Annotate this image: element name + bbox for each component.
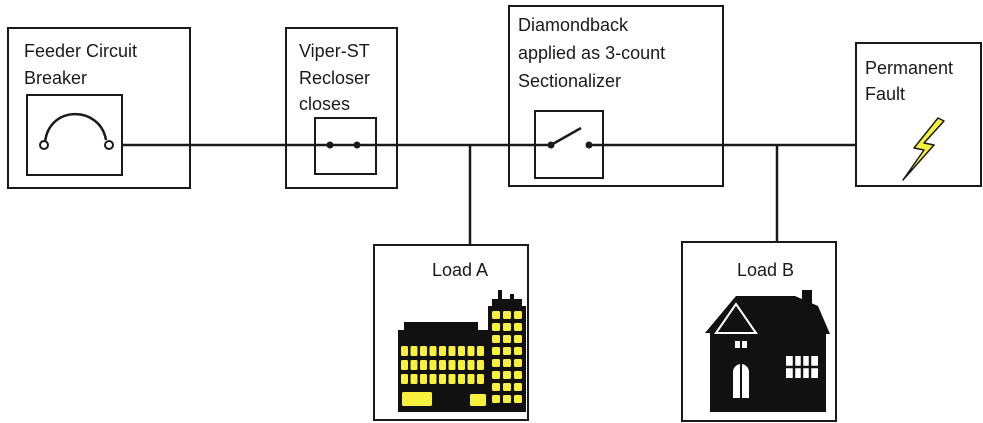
building-window bbox=[492, 371, 500, 379]
building-window bbox=[492, 323, 500, 331]
building-window bbox=[503, 311, 511, 319]
building-window bbox=[503, 371, 511, 379]
building-window bbox=[439, 374, 446, 384]
building-window bbox=[514, 311, 522, 319]
building-window bbox=[401, 360, 408, 370]
building-window bbox=[470, 394, 486, 406]
building-window bbox=[467, 346, 475, 356]
building-window bbox=[477, 346, 484, 356]
building-window bbox=[458, 346, 465, 356]
open-switch-icon bbox=[534, 110, 604, 179]
sectionalizer-label-1: Diamondback bbox=[518, 15, 629, 35]
building-window bbox=[492, 383, 500, 391]
building-window bbox=[448, 346, 456, 356]
building-window bbox=[420, 360, 427, 370]
building-window bbox=[503, 383, 511, 391]
building-window bbox=[514, 371, 522, 379]
building-window bbox=[401, 346, 408, 356]
building-window bbox=[439, 346, 446, 356]
building-window bbox=[514, 335, 522, 343]
building-window bbox=[477, 374, 484, 384]
building-window bbox=[420, 374, 427, 384]
house-icon bbox=[705, 290, 830, 412]
building-window bbox=[448, 374, 456, 384]
fault-label-2: Fault bbox=[865, 84, 905, 104]
load-a-label: Load A bbox=[432, 260, 488, 280]
closed-switch-icon bbox=[314, 117, 377, 175]
building-window bbox=[514, 395, 522, 403]
building-window bbox=[410, 374, 418, 384]
lightning-bolt-icon bbox=[902, 117, 945, 181]
recloser-label-2: Recloser bbox=[299, 68, 370, 88]
building-window bbox=[420, 346, 427, 356]
building-window bbox=[503, 359, 511, 367]
building-window bbox=[514, 323, 522, 331]
load-b-label: Load B bbox=[737, 260, 794, 280]
building-window bbox=[458, 374, 465, 384]
building-window bbox=[410, 346, 418, 356]
fault-label-1: Permanent bbox=[865, 58, 953, 78]
building-window bbox=[492, 347, 500, 355]
building-window bbox=[467, 374, 475, 384]
building-window bbox=[514, 347, 522, 355]
building-window bbox=[492, 395, 500, 403]
building-window bbox=[514, 383, 522, 391]
building-window bbox=[458, 360, 465, 370]
building-window bbox=[401, 374, 408, 384]
building-window bbox=[429, 360, 437, 370]
building-window bbox=[467, 360, 475, 370]
recloser-label-1: Viper-ST bbox=[299, 41, 370, 61]
breaker-switch-icon bbox=[26, 94, 123, 176]
building-window bbox=[503, 395, 511, 403]
building-window bbox=[439, 360, 446, 370]
building-window bbox=[448, 360, 456, 370]
building-window bbox=[514, 359, 522, 367]
feeder-breaker-label-2: Breaker bbox=[24, 68, 87, 88]
sectionalizer-label-2: applied as 3-count bbox=[518, 43, 665, 63]
building-window bbox=[503, 347, 511, 355]
office-building-icon bbox=[398, 290, 526, 412]
building-window bbox=[410, 360, 418, 370]
feeder-breaker-label-1: Feeder Circuit bbox=[24, 41, 137, 61]
building-window bbox=[402, 392, 432, 406]
building-window bbox=[503, 323, 511, 331]
building-window bbox=[492, 311, 500, 319]
building-window bbox=[503, 335, 511, 343]
building-window bbox=[429, 374, 437, 384]
recloser-label-3: closes bbox=[299, 94, 350, 114]
sectionalizer-label-3: Sectionalizer bbox=[518, 71, 621, 91]
building-window bbox=[492, 335, 500, 343]
building-window bbox=[429, 346, 437, 356]
building-window bbox=[477, 360, 484, 370]
building-window bbox=[492, 359, 500, 367]
